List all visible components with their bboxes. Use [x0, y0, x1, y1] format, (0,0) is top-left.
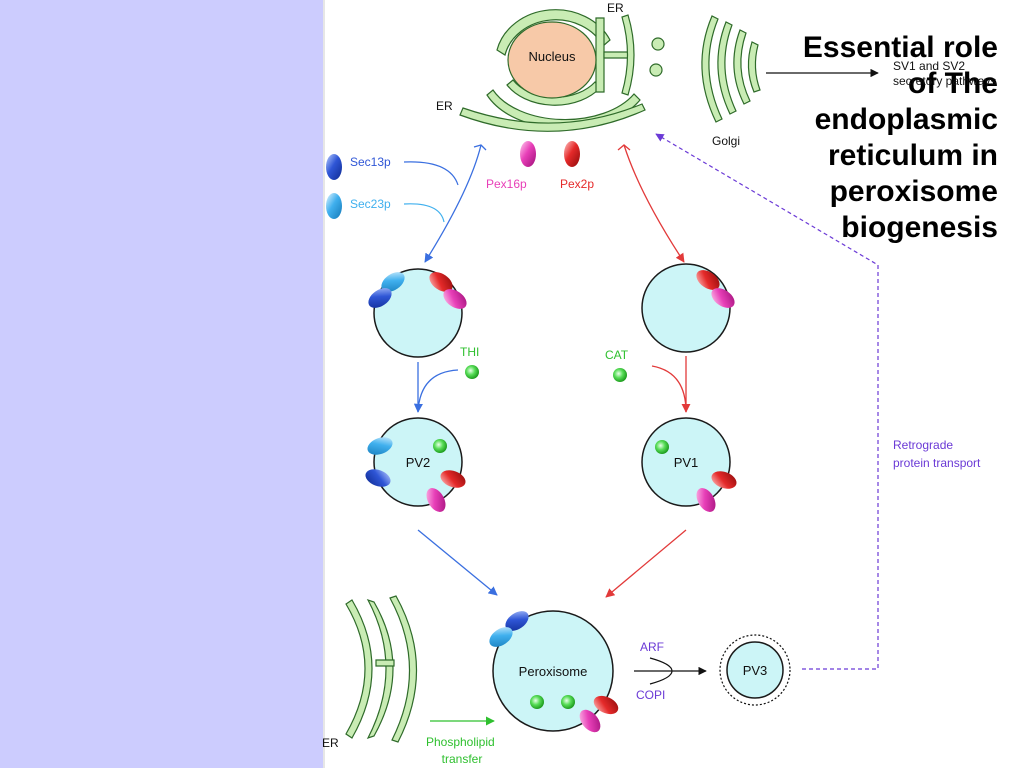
pex16p-on-pv1 — [696, 488, 716, 512]
sec23p-protein — [326, 193, 342, 219]
retrograde-label: Retrograde protein transport — [893, 438, 981, 470]
sec23p-on-peroxisome — [489, 627, 513, 647]
pex16p-label: Pex16p — [486, 177, 527, 191]
er-to-left-vesicle-arrow — [424, 144, 482, 263]
er-label-left: ER — [436, 99, 453, 113]
sec23p-label: Sec23p — [350, 197, 391, 211]
pv1-label: PV1 — [674, 455, 699, 470]
retrograde-transport-arrow — [655, 133, 879, 670]
peroxisome — [492, 610, 614, 732]
sec23p-connector — [403, 203, 445, 223]
thi-uptake-arrow — [413, 369, 459, 413]
pv2-cargo — [433, 439, 447, 453]
golgi-label: Golgi — [712, 134, 740, 148]
pex16p-on-left-vesicle — [443, 289, 467, 309]
vesicle-left-upper — [373, 268, 463, 358]
er-right-bud-hook — [617, 144, 631, 151]
pex2p-label: Pex2p — [560, 177, 594, 191]
pex2p-on-peroxisome — [593, 695, 619, 715]
pex2p-protein-er — [564, 141, 580, 167]
er-to-right-vesicle-arrow — [623, 144, 685, 263]
pv3-label: PV3 — [743, 663, 768, 678]
cat-cargo — [613, 368, 627, 382]
pex16p-protein-er — [520, 141, 536, 167]
sec13p-connector — [403, 161, 459, 186]
title-sidebar — [0, 0, 323, 768]
pex2p-on-right-vesicle — [696, 270, 720, 290]
sec13p-on-peroxisome — [505, 611, 529, 631]
cat-uptake-arrow — [651, 365, 691, 413]
vesicle-small-2 — [649, 63, 663, 77]
secretory-pathways-label: SV1 and SV2 secretory pathways — [893, 59, 996, 88]
sec13p-protein — [326, 154, 342, 180]
peroxisome-label: Peroxisome — [519, 664, 588, 679]
sec13p-on-pv2 — [365, 469, 391, 487]
thi-label: THI — [460, 345, 479, 359]
er-label-bottom: ER — [322, 736, 339, 750]
pex2p-on-pv2 — [440, 470, 466, 488]
arf-copi-arc — [649, 657, 673, 685]
golgi-apparatus — [701, 15, 761, 123]
pv2-to-peroxisome-arrow — [417, 529, 498, 596]
slide-title: Essential role of The endoplasmic reticu… — [802, 31, 998, 244]
nucleus — [507, 21, 597, 99]
cat-label: CAT — [605, 348, 629, 362]
pex2p-on-left-vesicle — [429, 272, 453, 292]
peroxisome-cargo-2 — [561, 695, 575, 709]
pv1-cargo — [655, 440, 669, 454]
pv1-to-peroxisome-arrow — [605, 529, 687, 598]
peroxisome-cargo-1 — [530, 695, 544, 709]
sec23p-on-pv2 — [367, 437, 393, 455]
sec13p-label: Sec13p — [350, 155, 391, 169]
pex2p-on-pv1 — [711, 471, 737, 489]
pv1-vesicle — [641, 417, 731, 507]
pex16p-on-pv2 — [426, 488, 446, 512]
arf-label: ARF — [640, 640, 664, 654]
pv2-label: PV2 — [406, 455, 431, 470]
thi-cargo — [465, 365, 479, 379]
copi-label: COPI — [636, 688, 665, 702]
nucleus-label: Nucleus — [529, 49, 576, 64]
er-bottom — [345, 595, 418, 743]
pex16p-on-right-vesicle — [711, 288, 735, 308]
phospholipid-label: Phospholipid transfer — [426, 735, 498, 766]
sidebar-divider — [323, 0, 325, 768]
pv3-vesicle — [726, 641, 784, 699]
sec13p-on-left-vesicle — [368, 288, 392, 308]
er-nuclear-membrane — [459, 9, 646, 132]
er-left-bud-hook — [473, 144, 487, 151]
vesicle-small-1 — [651, 37, 665, 51]
er-label-top: ER — [607, 1, 624, 15]
pex16p-on-peroxisome — [579, 709, 601, 733]
vesicle-right-upper — [641, 263, 731, 353]
sec23p-on-left-vesicle — [381, 272, 405, 292]
